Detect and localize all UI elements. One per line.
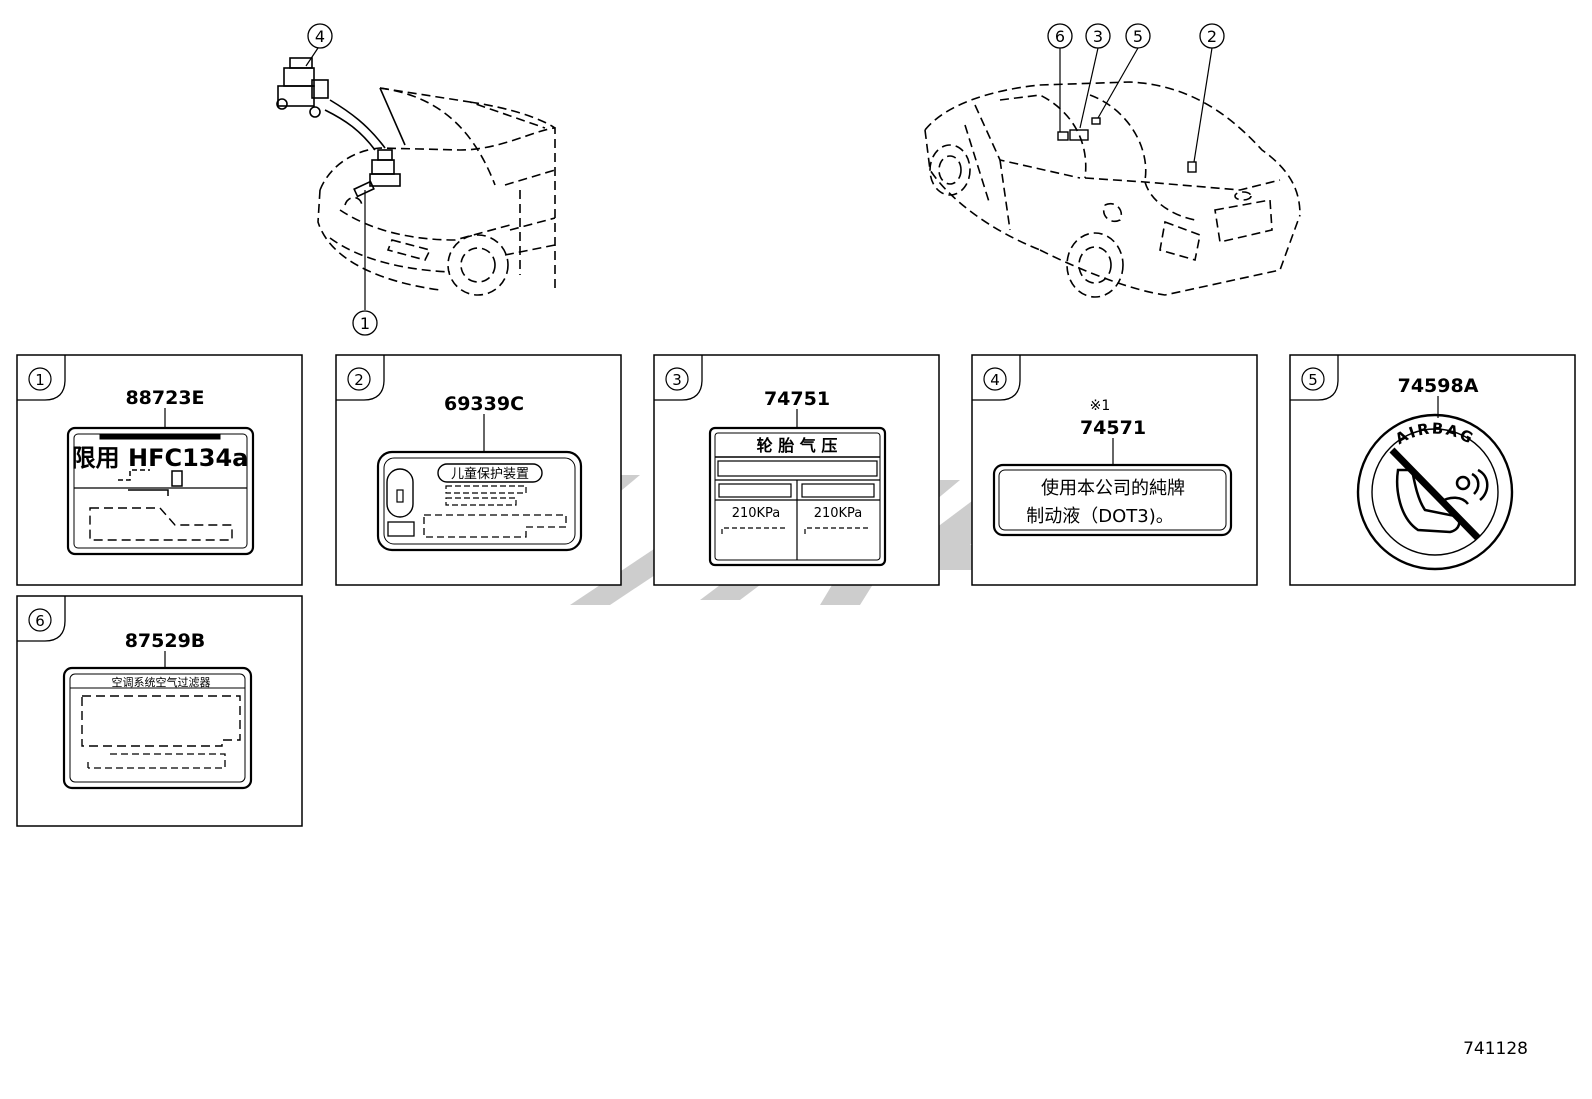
callout-6-car: 6 xyxy=(1047,23,1073,49)
leaders-front xyxy=(305,47,366,310)
panel-6: 6 87529B 空调系统空气过滤器 xyxy=(16,595,303,827)
label-74751-pressure-left: 210KPa xyxy=(732,506,781,521)
panel-6-part-number: 87529B xyxy=(125,630,206,652)
panel-4-part-number: 74571 xyxy=(1080,417,1146,439)
callout-2-car: 2 xyxy=(1199,23,1225,49)
label-88723E-text: 限用 HFC134a xyxy=(72,444,249,472)
callout-3-car: 3 xyxy=(1085,23,1111,49)
label-69339C-title: 儿童保护装置 xyxy=(451,466,529,482)
panel-6-number: 6 xyxy=(35,612,45,630)
panel-1-part-number: 88723E xyxy=(125,387,204,409)
child-seat-icon xyxy=(1395,468,1489,534)
panel-3-part-number: 74751 xyxy=(764,388,830,410)
svg-text:1: 1 xyxy=(360,314,370,333)
leaders-rear xyxy=(1059,47,1213,163)
svg-text:3: 3 xyxy=(1093,27,1103,46)
label-69339C xyxy=(376,450,583,552)
panel-5-number: 5 xyxy=(1308,371,1318,389)
diagram-id: 741128 xyxy=(1463,1039,1528,1059)
panel-1: 1 88723E 限用 HFC134a xyxy=(16,354,303,586)
label-74571-line1: 使用本公司的純牌 xyxy=(1041,478,1185,499)
rear-car-illustration xyxy=(924,81,1301,298)
label-74571-line2: 制动液（DOT3)。 xyxy=(1026,506,1174,527)
panel-2: 2 69339C 儿童保护装置 xyxy=(335,354,622,586)
svg-text:5: 5 xyxy=(1133,27,1143,46)
svg-text:2: 2 xyxy=(1207,27,1217,46)
label-74751 xyxy=(708,426,887,567)
airbag-badge xyxy=(1356,413,1514,571)
car-callouts: 4 1 6 3 5 2 xyxy=(307,23,1225,336)
panel-2-number: 2 xyxy=(354,371,364,389)
svg-text:4: 4 xyxy=(315,27,325,46)
rear-sticker-locations xyxy=(1057,117,1197,173)
callout-1-car: 1 xyxy=(352,310,378,336)
label-74571 xyxy=(992,463,1233,537)
panel-3: 3 74751 轮 胎 气 压 210KPa 210KPa xyxy=(653,354,940,586)
panel-2-part-number: 69339C xyxy=(444,393,524,415)
panel-3-number: 3 xyxy=(672,371,682,389)
brake-reservoir-on-car xyxy=(369,149,401,187)
callout-5-car: 5 xyxy=(1125,23,1151,49)
brake-reservoir-detail xyxy=(276,57,329,118)
label-74751-title: 轮 胎 气 压 xyxy=(757,436,838,455)
front-car-illustration xyxy=(276,57,556,296)
panel-4: 4 ※1 74571 使用本公司的純牌 制动液（DOT3)。 xyxy=(971,354,1258,586)
panel-5: 5 74598A AIRBAG xyxy=(1289,354,1576,586)
callout-4-car: 4 xyxy=(307,23,333,49)
panel-5-part-number: 74598A xyxy=(1398,375,1479,397)
panel-4-number: 4 xyxy=(990,371,1000,389)
panel-1-number: 1 xyxy=(35,371,45,389)
panel-4-note: ※1 xyxy=(1090,398,1111,414)
label-87529B xyxy=(62,666,253,790)
label-74751-pressure-right: 210KPa xyxy=(814,506,863,521)
label-88723E xyxy=(66,426,255,556)
label-87529B-title: 空调系统空气过滤器 xyxy=(112,675,211,689)
svg-text:6: 6 xyxy=(1055,27,1065,46)
